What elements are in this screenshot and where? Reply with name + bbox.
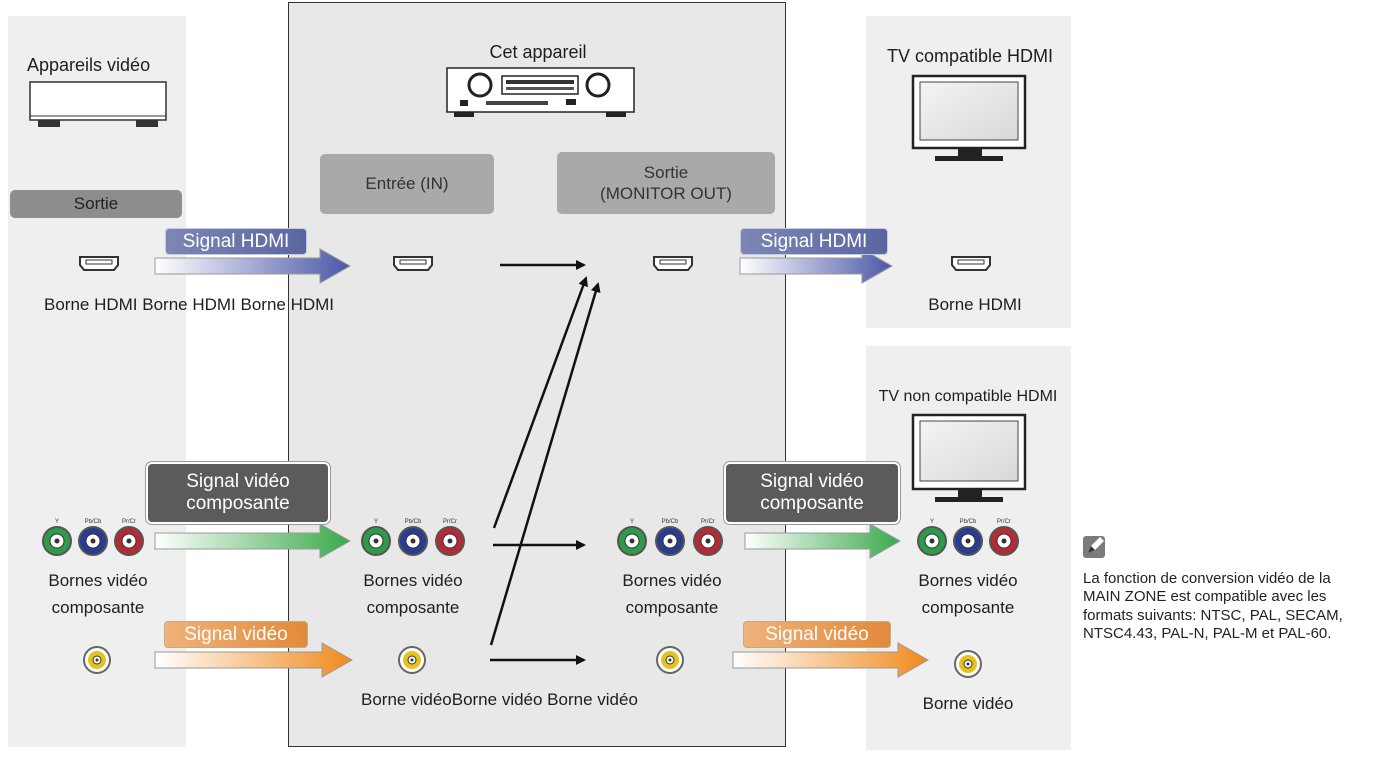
jack-label-pb: Pb/Cb [405,519,422,525]
video-source-device-icon [29,81,167,127]
component-terminal-line2: composante [51,598,145,618]
hdmi-tv-icon [911,74,1027,161]
component-signal-line1: Signal vidéo [760,471,864,493]
component-signal-label: Signal vidéo composante [145,461,331,525]
component-terminal-line2: composante [366,598,460,618]
jack-label-pb: Pb/Cb [960,519,977,525]
component-terminal-label: Bornes vidéo composante [363,570,462,619]
device-output-line2: (MONITOR OUT) [600,184,732,203]
component-signal-label: Signal vidéo composante [723,461,901,525]
jack-label-pr: Pr/Cr [997,519,1011,525]
hdmi-terminal-row-label: Borne HDMI Borne HDMI Borne HDMI [44,295,335,314]
note-line1: La fonction de conversion vidéo de la [1083,570,1331,587]
pencil-note-icon [1083,536,1105,558]
this-device-panel [288,2,786,747]
tv-hdmi-title: TV compatible HDMI [886,46,1054,66]
component-signal-line2: composante [760,493,864,514]
component-terminal-line1: Bornes vidéo [622,571,722,590]
component-jack-icon [42,526,1019,556]
video-terminal-row-label: Borne vidéoBorne vidéo Borne vidéo [361,690,638,709]
hdmi-signal-label: Signal HDMI [740,228,888,255]
source-devices-panel [8,16,186,747]
jack-label-y: Y [630,519,634,525]
jack-label-pr: Pr/Cr [701,519,715,525]
component-terminal-line1: Bornes vidéo [363,571,463,590]
component-terminal-line1: Bornes vidéo [918,571,1018,590]
component-signal-line2: composante [186,493,290,514]
jack-label-pr: Pr/Cr [122,519,136,525]
component-terminal-label: Bornes vidéo composante [622,570,721,619]
jack-label-y: Y [930,519,934,525]
component-terminal-label: Bornes vidéo composante [48,570,147,619]
av-receiver-icon [446,67,635,117]
device-output-label: Sortie (MONITOR OUT) [557,152,775,214]
conversion-note: La fonction de conversion vidéo de la MA… [1083,570,1343,643]
jack-label-pb: Pb/Cb [662,519,679,525]
jack-label-y: Y [374,519,378,525]
jack-small-labels: Y Pb/Cb Pr/Cr Y Pb/Cb Pr/Cr Y Pb/Cb Pr/C… [55,519,1011,525]
video-signal-arrow [154,642,930,678]
jack-label-pr: Pr/Cr [443,519,457,525]
hdmi-signal-label: Signal HDMI [165,228,307,255]
note-line3: formats suivants: NTSC, PAL, SECAM, [1083,606,1343,624]
video-signal-label: Signal vidéo [164,621,308,648]
device-output-line1: Sortie [643,162,689,182]
tv-hdmi-panel [866,16,1071,328]
component-terminal-label: Bornes vidéo composante [918,570,1017,619]
internal-routing-arrows [489,260,601,665]
note-line2: MAIN ZONE est compatible avec les [1083,588,1327,606]
component-signal-arrow [154,523,902,559]
jack-label-pb: Pb/Cb [85,519,102,525]
hdmi-terminal-tv-label: Borne HDMI [928,295,1022,314]
tv-nonhdmi-title: TV non compatible HDMI [878,388,1058,405]
video-jack-icon [83,646,982,678]
hdmi-signal-arrow [154,248,894,284]
this-device-title: Cet appareil [489,42,587,62]
component-terminal-line1: Bornes vidéo [48,571,148,590]
note-line4: NTSC4.43, PAL-N, PAL-M et PAL-60. [1083,624,1332,642]
jack-label-y: Y [55,519,59,525]
device-input-label: Entrée (IN) [320,154,494,214]
component-terminal-line2: composante [921,598,1015,618]
component-terminal-line2: composante [625,598,719,618]
video-signal-label: Signal vidéo [743,621,891,648]
video-terminal-tv-label: Borne vidéo [922,694,1014,713]
source-output-label: Sortie [10,190,182,218]
component-signal-line1: Signal vidéo [186,471,290,493]
source-devices-title: Appareils vidéo [27,55,151,75]
nonhdmi-tv-icon [911,413,1027,502]
